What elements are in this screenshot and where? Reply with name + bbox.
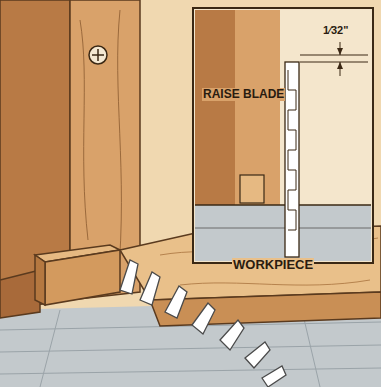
part-label: WORKPIECE xyxy=(232,258,314,272)
part-label: RAISE BLADE xyxy=(202,88,285,101)
dimension-label: 1⁄32" xyxy=(322,24,349,36)
